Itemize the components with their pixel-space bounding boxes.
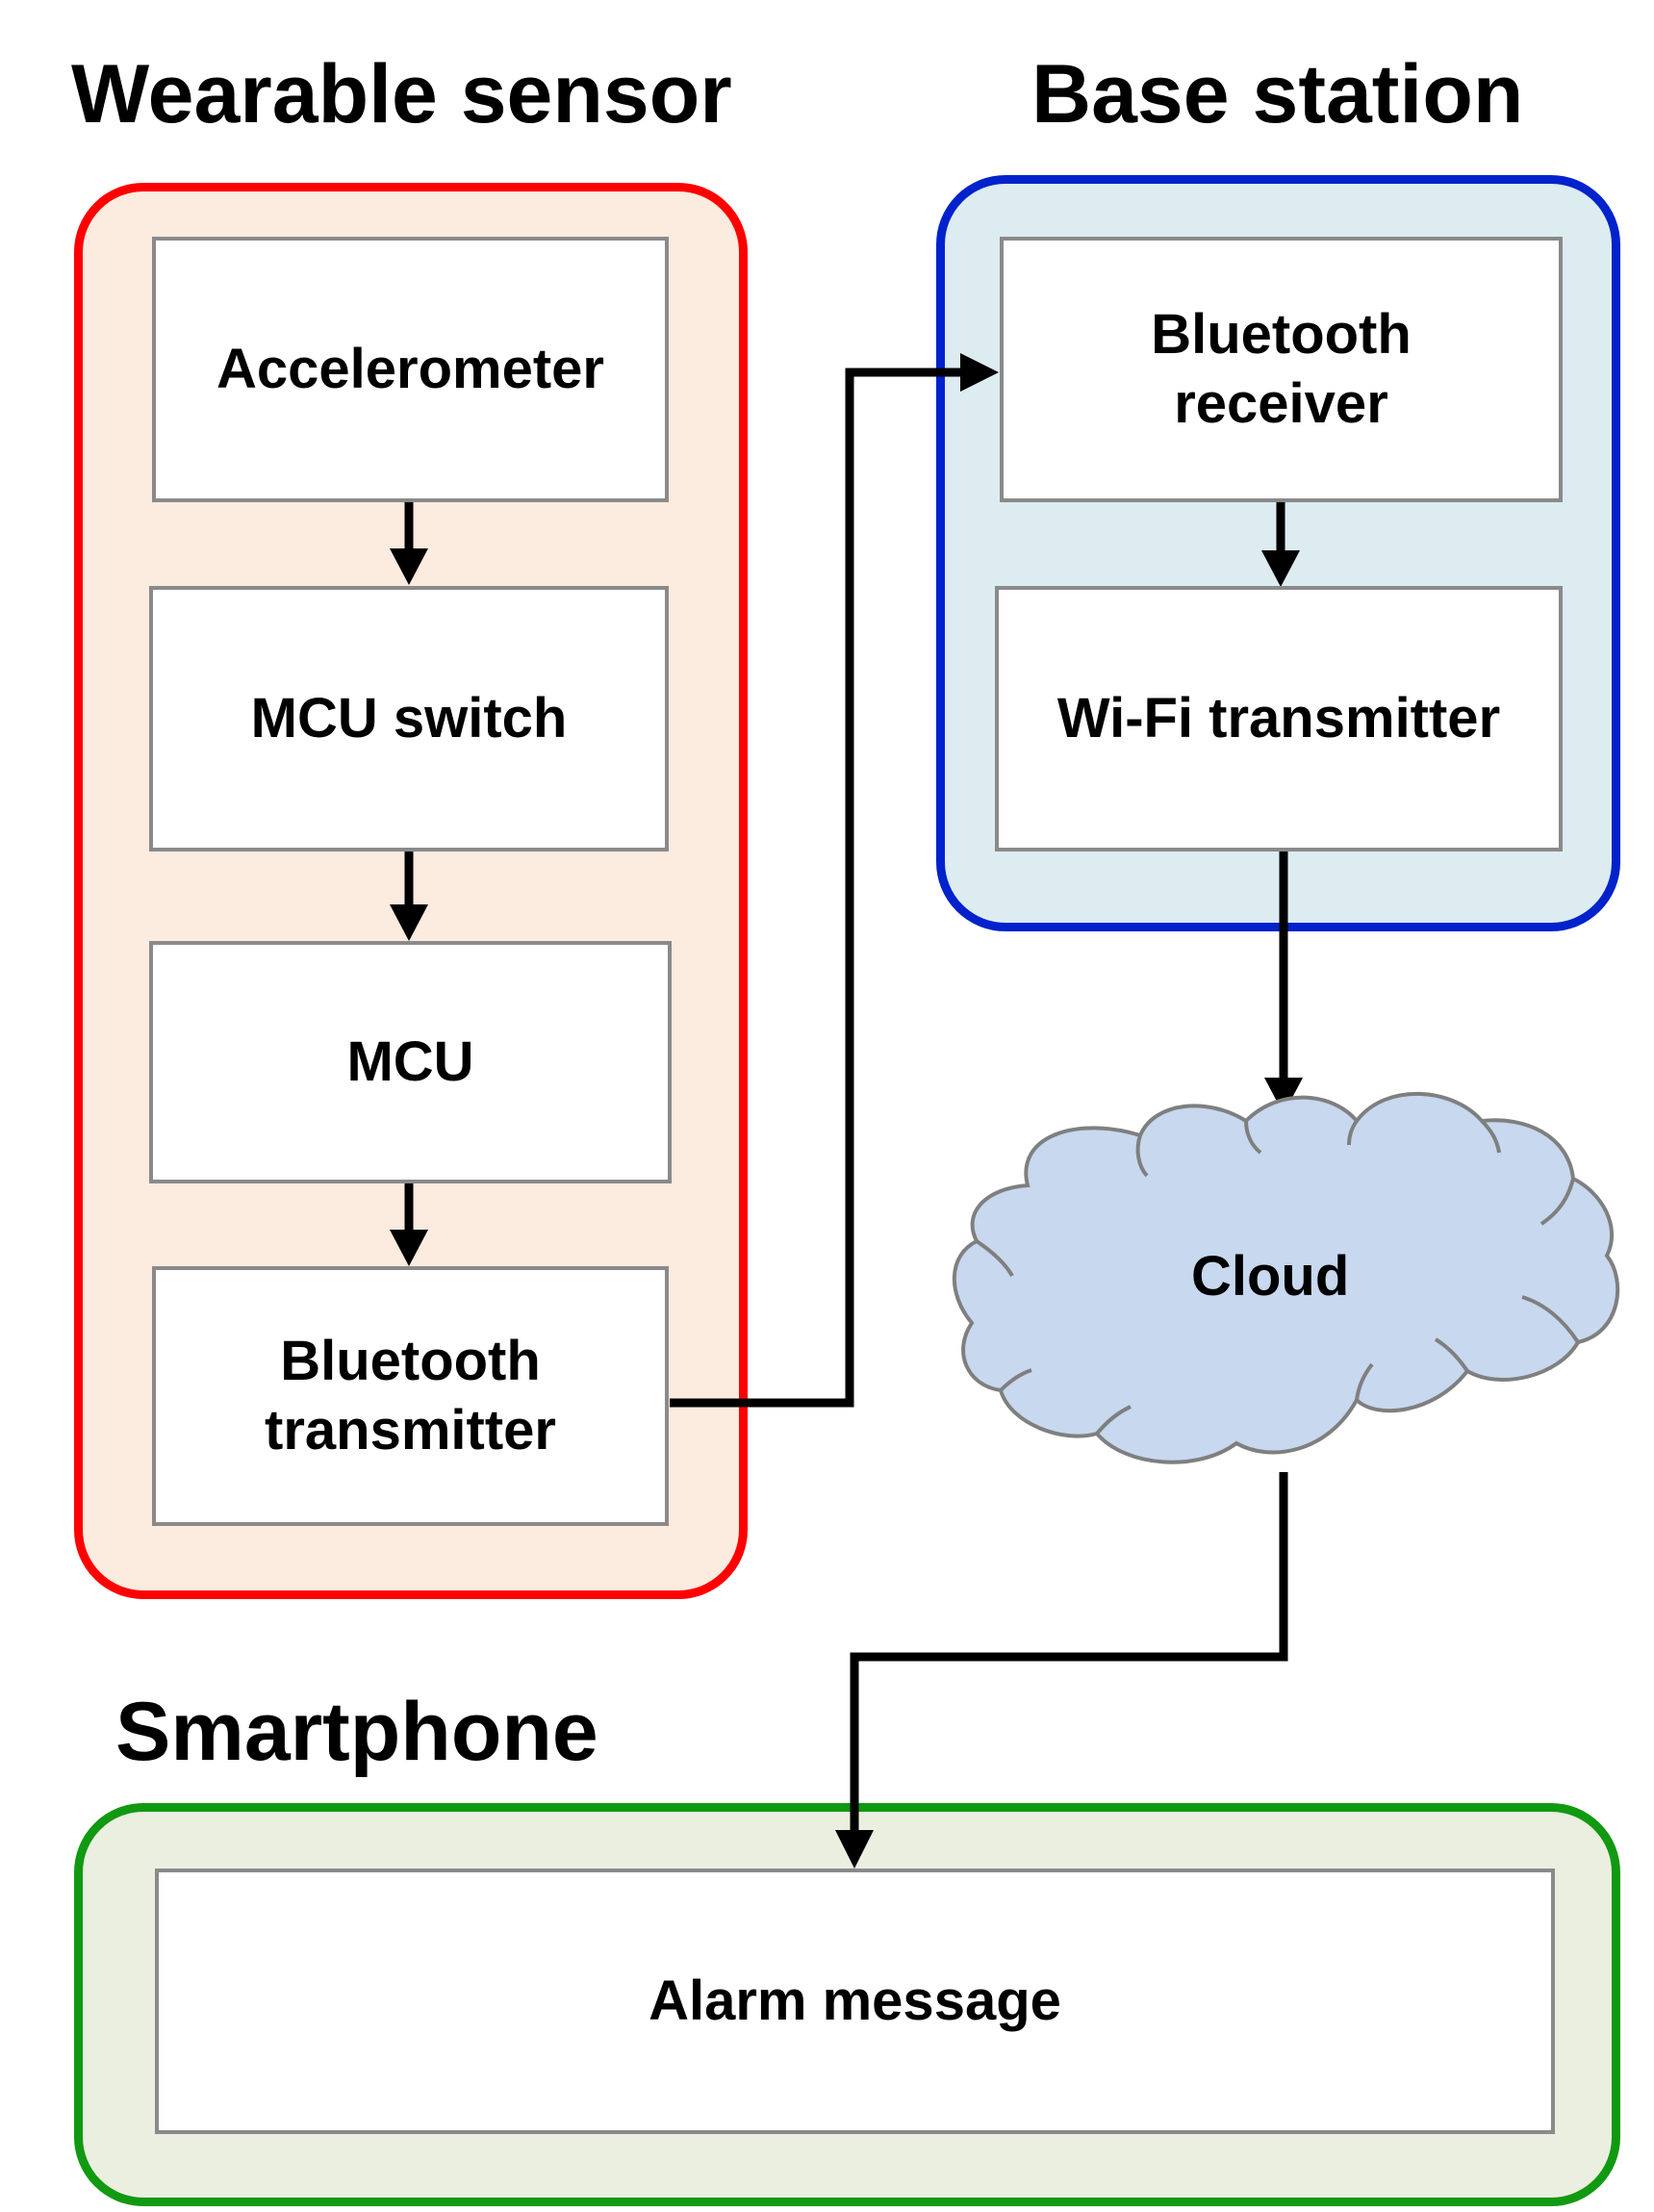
wifi-transmitter-block: Wi-Fi transmitter: [995, 586, 1563, 852]
arrowhead-cloud: [1264, 1078, 1303, 1114]
cloud-label: Cloud: [1191, 1245, 1350, 1308]
accelerometer-label: Accelerometer: [216, 337, 604, 400]
accelerometer-block: Accelerometer: [152, 237, 669, 502]
bluetooth-receiver-label: Bluetooth receiver: [1151, 302, 1412, 436]
mcu-label: MCU: [346, 1030, 474, 1093]
arrowhead-mcu: [390, 904, 428, 941]
wifi-transmitter-label: Wi-Fi transmitter: [1056, 686, 1501, 750]
mcu-block: MCU: [149, 941, 672, 1183]
arrow-cloud-to-alarm: [850, 1472, 1288, 1830]
mcu-switch-label: MCU switch: [250, 686, 568, 750]
base-station-title: Base station: [1031, 48, 1524, 140]
smartphone-title: Smartphone: [115, 1686, 598, 1778]
arrowhead-wifi-transmitter: [1261, 550, 1300, 587]
bluetooth-receiver-block: Bluetooth receiver: [1000, 237, 1563, 502]
arrowhead-mcu-switch: [390, 548, 428, 585]
alarm-message-block: Alarm message: [155, 1869, 1555, 2134]
wearable-sensor-title: Wearable sensor: [71, 48, 732, 140]
mcu-switch-block: MCU switch: [149, 586, 669, 852]
alarm-message-label: Alarm message: [649, 1969, 1061, 2032]
bluetooth-transmitter-label: Bluetooth transmitter: [265, 1329, 556, 1462]
arrow-transmitter-to-receiver: [670, 368, 960, 1408]
bluetooth-transmitter-block: Bluetooth transmitter: [152, 1266, 669, 1526]
arrowhead-alarm-message: [835, 1830, 874, 1869]
cloud-shape: [952, 1091, 1620, 1464]
arrowhead-bluetooth-transmitter: [390, 1230, 428, 1266]
arrowhead-bluetooth-receiver: [960, 353, 999, 392]
